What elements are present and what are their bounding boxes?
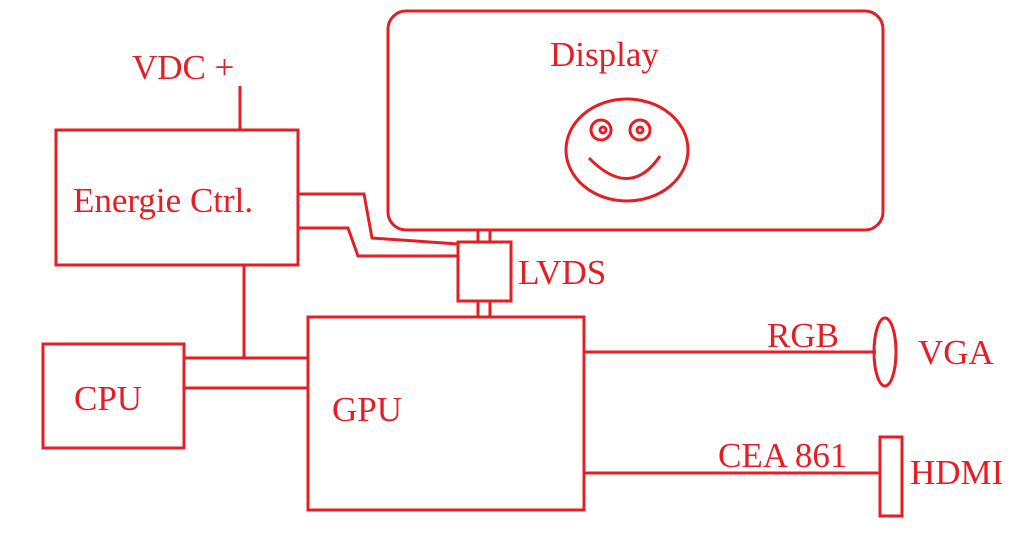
cea-label: CEA 861 (718, 436, 848, 475)
display-label: Display (550, 35, 659, 74)
vga-label: VGA (918, 333, 994, 372)
vdc-label: VDC + (132, 48, 235, 87)
display-box (386, 9, 885, 232)
lvds-box (456, 240, 513, 303)
cpu-box (41, 342, 186, 450)
gpu-box (306, 315, 586, 512)
hdmi-label: HDMI (910, 453, 1004, 492)
energie-ctrl-label: Energie Ctrl. (73, 181, 254, 220)
vga-connector-icon (872, 316, 898, 388)
smiley-right-eye (628, 118, 652, 142)
smiley-right-pupil (635, 125, 645, 135)
cpu-label: CPU (74, 379, 143, 418)
lvds-label: LVDS (518, 253, 607, 292)
hdmi-connector-icon (878, 435, 904, 518)
energie-to-lvds-wire-lower (298, 226, 458, 258)
smiley-left-pupil (598, 125, 608, 135)
smiley-mouth (587, 155, 662, 180)
smiley-face-icon (564, 97, 690, 203)
smiley-left-eye (589, 118, 613, 142)
energie-ctrl-box (54, 128, 300, 267)
gpu-label: GPU (332, 390, 403, 429)
rgb-label: RGB (767, 316, 839, 355)
energie-to-lvds-wire-upper (298, 192, 459, 246)
